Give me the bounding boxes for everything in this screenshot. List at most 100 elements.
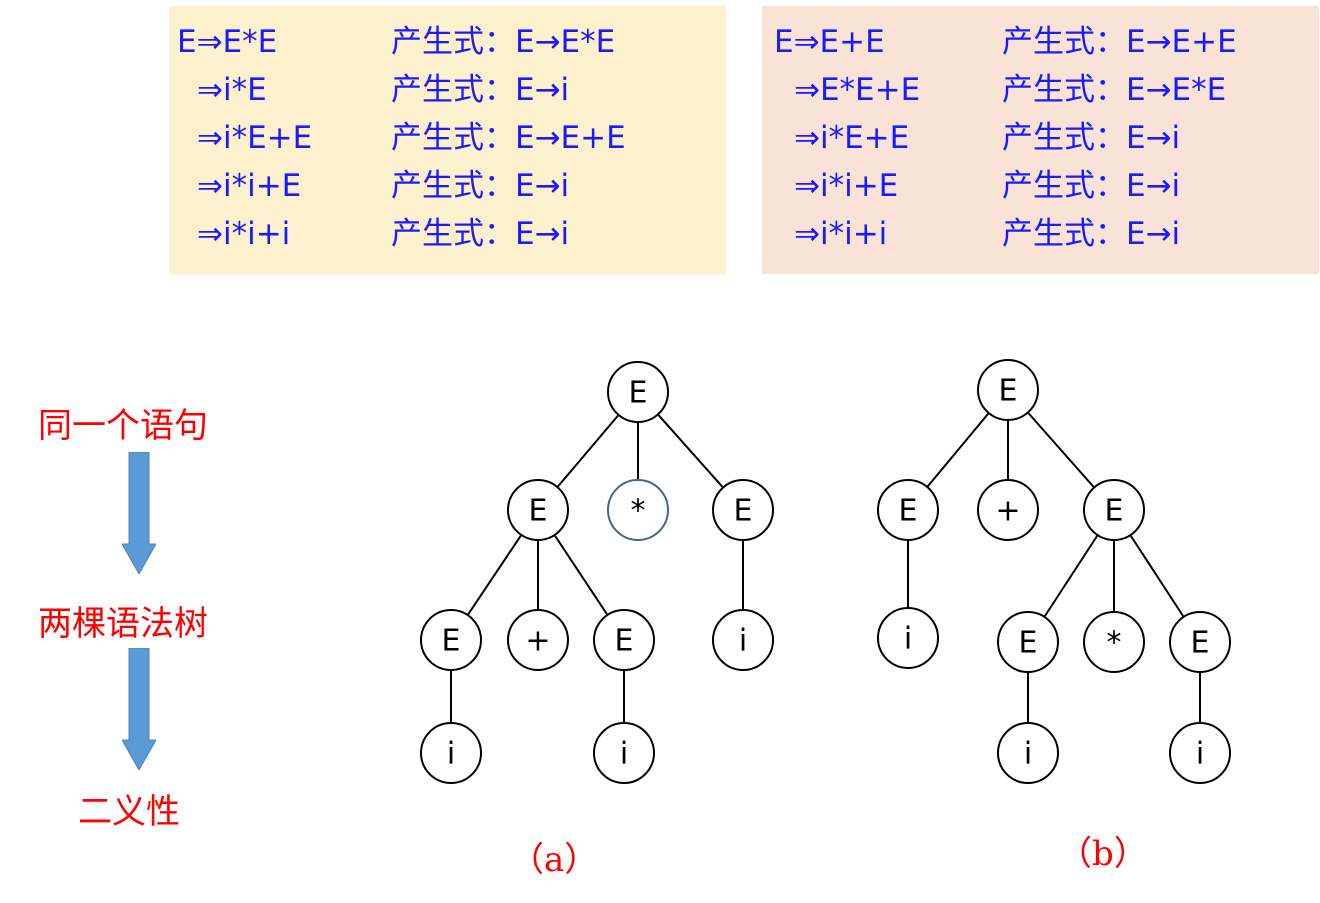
production-label: 产生式：E→i <box>1002 216 1181 252</box>
tree-a-node-label: E <box>629 376 648 411</box>
tree-a-node: i <box>420 722 482 784</box>
tree-a-edge <box>553 534 609 616</box>
tree-a-node-circle <box>607 361 669 423</box>
production-label: 产生式：E→E+E <box>391 120 626 156</box>
tree-b-node-label: E <box>1191 626 1210 661</box>
tree-b-node-circle <box>997 611 1059 673</box>
tree-a-node: * <box>607 479 669 541</box>
tree-b-node-circle <box>977 359 1039 421</box>
sentential-form: ⇒i*i+E <box>794 168 899 204</box>
tree-b-node-circle <box>877 479 939 541</box>
tree-b-node-circle <box>1083 611 1145 673</box>
tree-b-node: + <box>977 479 1039 541</box>
tree-b-node-circle <box>1169 722 1231 784</box>
derivation-row: ⇒i*E 产生式：E→i <box>169 66 726 114</box>
sentential-form: ⇒i*E+E <box>794 120 910 156</box>
tree-b-node-circle <box>877 607 939 669</box>
sentential-form: ⇒E*E+E <box>794 72 921 108</box>
same-sentence-label: 同一个语句 <box>38 406 208 446</box>
tree-a-node-label: i <box>620 737 628 772</box>
tree-b-node-label: + <box>995 494 1020 529</box>
tree-b-node: E <box>877 479 939 541</box>
tree-a-node-circle <box>420 609 482 671</box>
derivation-row: ⇒E*E+E 产生式：E→E*E <box>762 66 1319 114</box>
down-arrow-icon <box>122 648 156 770</box>
tree-a-node-label: * <box>631 494 646 529</box>
ambiguity-label: 二义性 <box>78 792 180 832</box>
tree-b-edge <box>1043 534 1099 618</box>
tree-b-edge <box>926 412 990 488</box>
derivation-row: ⇒i*i+E 产生式：E→i <box>169 162 726 210</box>
tree-a-node-circle <box>593 722 655 784</box>
tree-b-node: i <box>997 722 1059 784</box>
production-label: 产生式：E→E*E <box>391 24 616 60</box>
derivation-row: ⇒i*E+E 产生式：E→E+E <box>169 114 726 162</box>
tree-b-caption: （b） <box>1058 834 1148 874</box>
sentential-form: ⇒i*i+i <box>197 216 291 252</box>
tree-b-node: * <box>1083 611 1145 673</box>
production-label: 产生式：E→E*E <box>1002 72 1227 108</box>
production-label: 产生式：E→i <box>391 168 570 204</box>
tree-a-node: E <box>712 479 774 541</box>
tree-b-node-label: E <box>999 374 1018 409</box>
tree-b-node: i <box>1169 722 1231 784</box>
production-label: 产生式：E→i <box>391 72 570 108</box>
tree-a-node: E <box>607 361 669 423</box>
tree-b-node-label: i <box>1024 737 1032 772</box>
tree-a-node: i <box>593 722 655 784</box>
derivation-row: ⇒i*i+E 产生式：E→i <box>762 162 1319 210</box>
tree-a-node-circle <box>607 479 669 541</box>
tree-b-node: E <box>977 359 1039 421</box>
tree-b-node-circle <box>997 722 1059 784</box>
derivation-row: ⇒i*E+E 产生式：E→i <box>762 114 1319 162</box>
tree-b-node-label: * <box>1107 626 1122 661</box>
tree-a-node: E <box>507 479 569 541</box>
derivation-box-a: E⇒E*E 产生式：E→E*E ⇒i*E 产生式：E→i ⇒i*E+E 产生式：… <box>169 6 726 274</box>
tree-b-node-circle <box>977 479 1039 541</box>
tree-a-node: E <box>593 609 655 671</box>
tree-b-node-label: i <box>904 622 912 657</box>
tree-b-node: E <box>1083 479 1145 541</box>
derivation-row: E⇒E*E 产生式：E→E*E <box>169 18 726 66</box>
sentential-form: E⇒E*E <box>177 24 278 60</box>
two-parse-trees-label: 两棵语法树 <box>38 604 208 644</box>
tree-a-caption: （a） <box>510 840 599 880</box>
sentential-form: ⇒i*i+i <box>794 216 888 252</box>
production-label: 产生式：E→i <box>1002 120 1181 156</box>
tree-a-node: i <box>712 609 774 671</box>
sentential-form: ⇒i*i+E <box>197 168 302 204</box>
tree-a-node-circle <box>507 609 569 671</box>
tree-a-node-label: E <box>615 624 634 659</box>
tree-a-node-label: E <box>529 494 548 529</box>
sentential-form: E⇒E+E <box>774 24 885 60</box>
tree-b-node: i <box>877 607 939 669</box>
tree-b-node-label: E <box>1105 494 1124 529</box>
tree-a-edge <box>657 413 724 489</box>
tree-b-node-label: E <box>1019 626 1038 661</box>
sentential-form: ⇒i*E <box>197 72 267 108</box>
production-label: 产生式：E→i <box>391 216 570 252</box>
tree-a-node: E <box>420 609 482 671</box>
tree-b-edge <box>1129 534 1185 618</box>
tree-a-node-label: i <box>739 624 747 659</box>
tree-b-node-circle <box>1169 611 1231 673</box>
tree-b-edge <box>1027 411 1095 489</box>
tree-b-node-circle <box>1083 479 1145 541</box>
tree-a-node-circle <box>712 479 774 541</box>
tree-a-node-label: i <box>447 737 455 772</box>
derivation-row: ⇒i*i+i 产生式：E→i <box>169 210 726 258</box>
derivation-row: ⇒i*i+i 产生式：E→i <box>762 210 1319 258</box>
tree-a-node-label: E <box>734 494 753 529</box>
tree-a-node-label: + <box>525 624 550 659</box>
tree-b-node: E <box>1169 611 1231 673</box>
tree-a-edge <box>556 414 620 488</box>
tree-a-node-circle <box>712 609 774 671</box>
tree-b-node-label: E <box>899 494 918 529</box>
tree-b-node-label: i <box>1196 737 1204 772</box>
derivation-box-b: E⇒E+E 产生式：E→E+E ⇒E*E+E 产生式：E→E*E ⇒i*E+E … <box>762 6 1319 274</box>
derivation-row: E⇒E+E 产生式：E→E+E <box>762 18 1319 66</box>
tree-a-node: + <box>507 609 569 671</box>
tree-b-node: E <box>997 611 1059 673</box>
production-label: 产生式：E→E+E <box>1002 24 1237 60</box>
sentential-form: ⇒i*E+E <box>197 120 313 156</box>
